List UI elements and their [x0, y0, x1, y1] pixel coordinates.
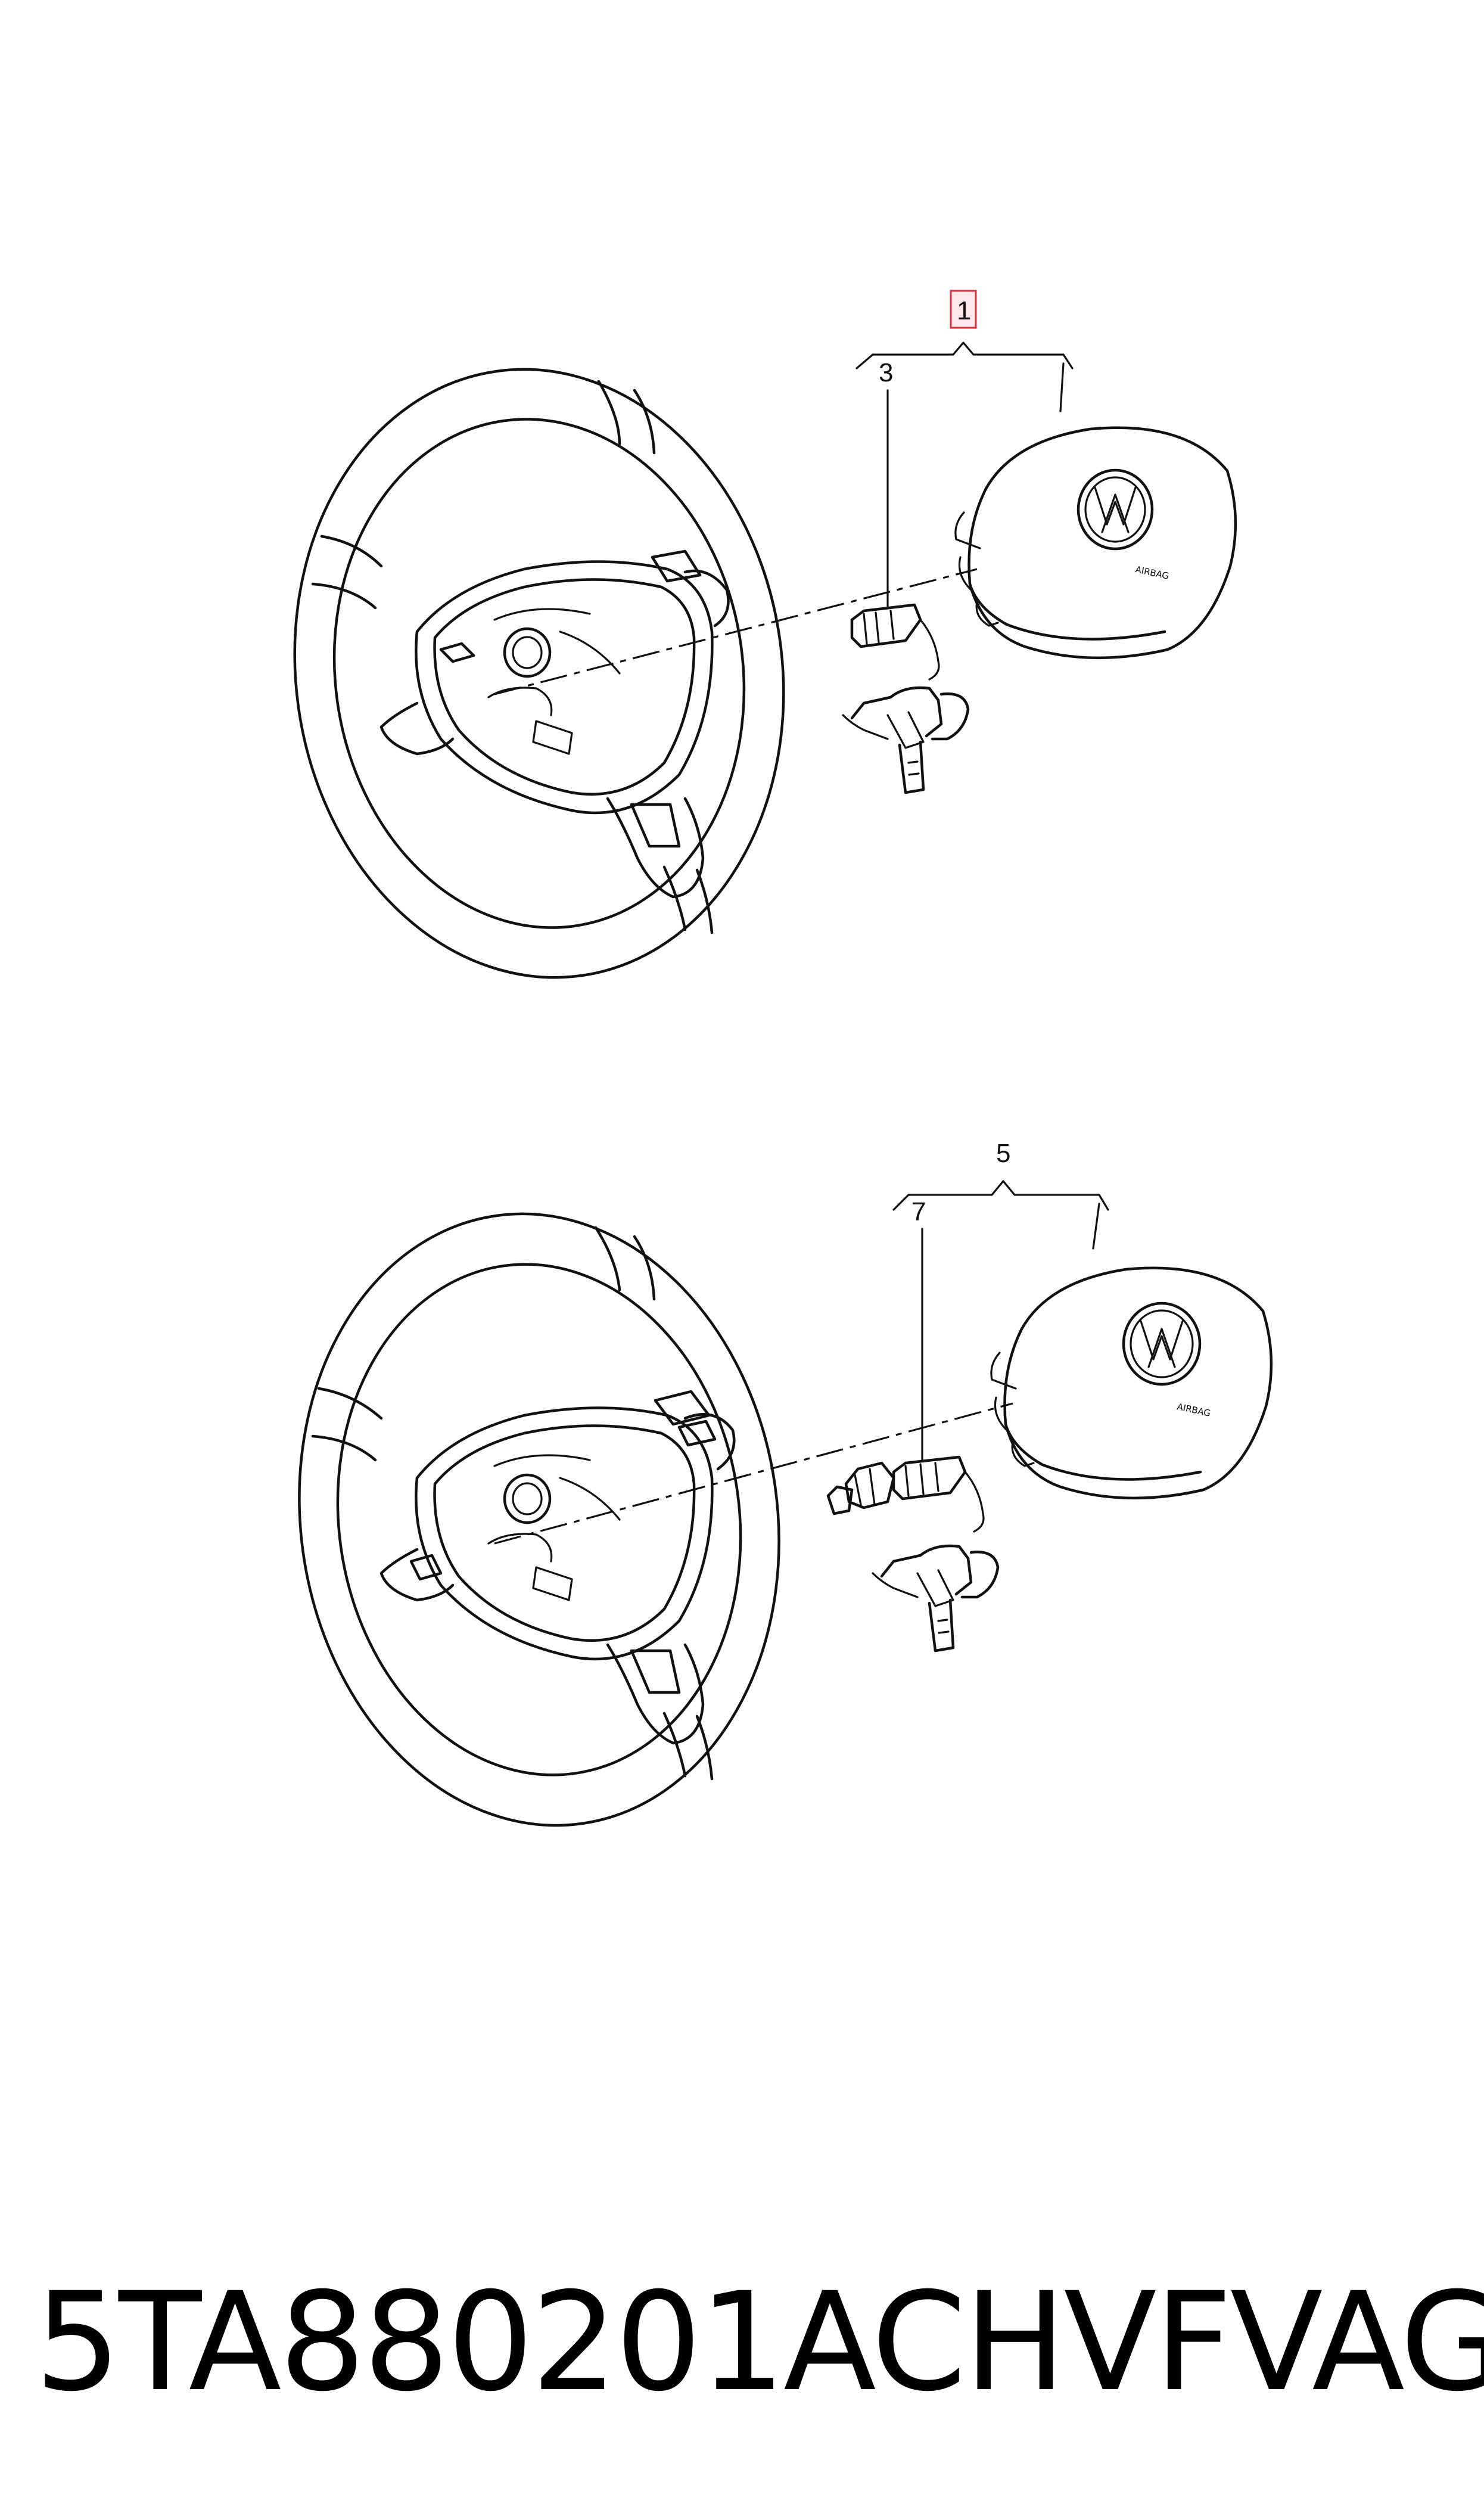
steering-wheel-top: [293, 368, 785, 979]
callout-1-highlight: [950, 290, 977, 329]
callout-1: 1: [957, 296, 971, 325]
bottom-assembly: AIRBAG 5 7: [298, 1139, 1273, 1827]
assembly-axis-bottom: [494, 1402, 1013, 1545]
callout-1-bracket: [855, 341, 1074, 369]
callout-group-1: 1 3: [855, 290, 1074, 609]
callout-5-bracket: [892, 1180, 1109, 1211]
brand-label: VAG: [1230, 2263, 1484, 2421]
part-number: 5TA880201ACHVF: [35, 2263, 1233, 2421]
airbag-badge-bottom: AIRBAG: [1176, 1401, 1212, 1418]
callout-3: 3: [879, 358, 893, 387]
callout-7: 7: [911, 1197, 926, 1226]
assembly-axis-top: [494, 568, 978, 695]
vw-logo-top: [1077, 468, 1154, 551]
airbag-module-top: AIRBAG: [954, 426, 1237, 660]
steering-wheel-bottom: [298, 1212, 780, 1827]
part-number-footer: 5TA880201ACHVF VAG: [35, 2263, 1484, 2421]
callout-group-5: 5 7: [892, 1139, 1109, 1461]
vw-logo-bottom: [1122, 1302, 1202, 1386]
clock-spring-bottom: [826, 1455, 1000, 1653]
airbag-badge-top: AIRBAG: [1134, 564, 1170, 581]
top-assembly: AIRBAG 1 3: [293, 290, 1237, 979]
clock-spring-top: [842, 603, 970, 794]
callout-5: 5: [996, 1139, 1010, 1168]
airbag-module-bottom: AIRBAG: [990, 1266, 1273, 1500]
